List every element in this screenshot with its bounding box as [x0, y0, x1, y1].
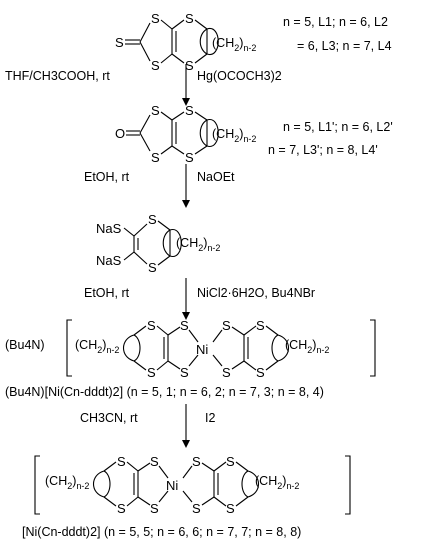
svg-text:S: S	[185, 103, 194, 118]
svg-text:S: S	[256, 318, 265, 333]
svg-text:(CH2)n-2: (CH2)n-2	[176, 236, 220, 253]
series-label-3: n = 5, L1'; n = 6, L2'	[283, 120, 393, 134]
svg-text:S: S	[151, 58, 160, 73]
conditions-3-right: NiCl2·6H2O, Bu4NBr	[197, 286, 315, 300]
svg-text:S: S	[185, 11, 194, 26]
nickel-center-neutral: Ni	[166, 478, 178, 493]
svg-text:S: S	[150, 454, 159, 469]
reaction-arrow-2: EtOH, rt NaOEt	[84, 164, 235, 208]
svg-text:S: S	[180, 365, 189, 380]
svg-text:NaS: NaS	[96, 221, 122, 236]
svg-text:S: S	[222, 365, 231, 380]
svg-text:S: S	[151, 11, 160, 26]
svg-text:S: S	[117, 454, 126, 469]
svg-text:S: S	[147, 365, 156, 380]
svg-text:(CH2)n-2: (CH2)n-2	[212, 36, 256, 53]
conditions-1-left: THF/CH3COOH, rt	[5, 69, 110, 83]
svg-text:S: S	[256, 365, 265, 380]
conditions-2-right: NaOEt	[197, 170, 235, 184]
series-label-1: n = 5, L1; n = 6, L2	[283, 15, 388, 29]
compound-ni-anion: (Bu4N) (CH2)n-2 S S S S Ni S S S S	[5, 318, 376, 380]
compound-ni-neutral: (CH2)n-2 S S S S Ni S S S S (CH2)n-2	[34, 454, 351, 516]
conditions-1-right: Hg(OCOCH3)2	[197, 69, 282, 83]
svg-text:(CH2)n-2: (CH2)n-2	[255, 474, 299, 491]
svg-text:(CH2)n-2: (CH2)n-2	[75, 338, 119, 355]
nickel-center: Ni	[196, 342, 208, 357]
svg-text:S: S	[151, 150, 160, 165]
svg-text:S: S	[192, 454, 201, 469]
conditions-2-left: EtOH, rt	[84, 170, 130, 184]
thione-sulfur: S	[115, 35, 124, 50]
svg-text:S: S	[226, 501, 235, 516]
compound-thione: S S S S S (CH2)n-2	[115, 11, 256, 73]
svg-text:S: S	[185, 58, 194, 73]
cation-label: (Bu4N)	[5, 338, 45, 352]
svg-text:(CH2)n-2: (CH2)n-2	[45, 474, 89, 491]
svg-text:S: S	[226, 454, 235, 469]
svg-text:S: S	[180, 318, 189, 333]
reaction-arrow-4: CH3CN, rt I2	[80, 404, 215, 448]
conditions-4-left: CH3CN, rt	[80, 411, 138, 425]
caption-neutral: [Ni(Cn-dddt)2] (n = 5, 5; n = 6, 6; n = …	[22, 525, 301, 539]
svg-text:S: S	[148, 260, 157, 275]
reaction-arrow-3: EtOH, rt NiCl2·6H2O, Bu4NBr	[84, 278, 315, 320]
svg-text:NaS: NaS	[96, 253, 122, 268]
svg-text:S: S	[117, 501, 126, 516]
svg-text:S: S	[147, 318, 156, 333]
svg-text:S: S	[192, 501, 201, 516]
series-label-2: = 6, L3; n = 7, L4	[297, 39, 392, 53]
svg-text:(CH2)n-2: (CH2)n-2	[212, 127, 256, 144]
svg-text:S: S	[151, 103, 160, 118]
compound-dithiolate: NaS NaS S S (CH2)n-2	[96, 212, 220, 275]
conditions-4-right: I2	[205, 411, 215, 425]
caption-salt: (Bu4N)[Ni(Cn-dddt)2] (n = 5, 1; n = 6, 2…	[5, 385, 324, 399]
svg-text:S: S	[148, 212, 157, 227]
compound-oxo: O S S S S (CH2)n-2	[115, 103, 256, 165]
svg-text:S: S	[222, 318, 231, 333]
reaction-arrow-1: THF/CH3COOH, rt Hg(OCOCH3)2	[5, 64, 282, 106]
conditions-3-left: EtOH, rt	[84, 286, 130, 300]
svg-text:S: S	[150, 501, 159, 516]
oxo-oxygen: O	[115, 126, 125, 141]
svg-text:S: S	[185, 150, 194, 165]
series-label-4: n = 7, L3'; n = 8, L4'	[268, 143, 378, 157]
svg-text:(CH2)n-2: (CH2)n-2	[285, 338, 329, 355]
